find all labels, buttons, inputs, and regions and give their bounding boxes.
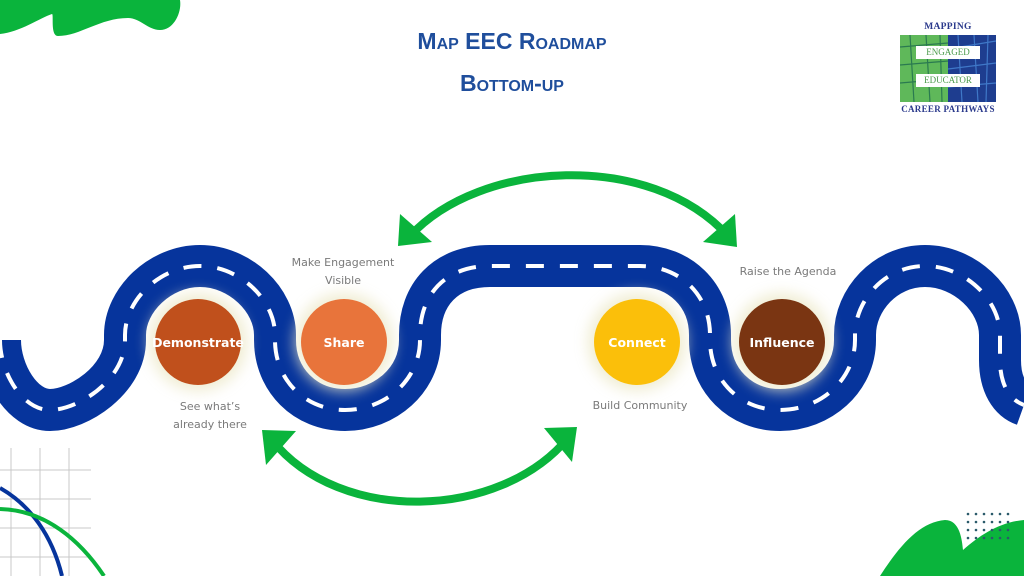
decor-dot [966, 520, 970, 524]
decor-dot [998, 528, 1002, 532]
decor-dot [974, 512, 978, 516]
road-lane-marking [0, 263, 1024, 413]
stage-connect: Connect [594, 299, 680, 385]
decor-dot [982, 536, 986, 540]
caption-demonstrate: See what’s already there [173, 400, 247, 431]
decor-dot [998, 536, 1002, 540]
decor-dots [966, 512, 1010, 540]
decor-dot [1006, 536, 1010, 540]
decor-dot [966, 528, 970, 532]
decor-dot [998, 512, 1002, 516]
decor-curve-blue [0, 486, 64, 576]
decor-dot [974, 536, 978, 540]
decor-dot [982, 520, 986, 524]
decor-dot [982, 528, 986, 532]
road [0, 245, 1024, 431]
logo-line-engaged: ENGAGED [916, 46, 980, 59]
decor-dot [990, 512, 994, 516]
decor-dot [974, 528, 978, 532]
logo-bottom-text: CAREER PATHWAYS [901, 104, 995, 114]
caption-share: Make Engagement Visible [291, 256, 395, 287]
arrow-bottom [262, 427, 577, 506]
decor-blob-bottom-right [880, 520, 1024, 576]
stage-label: Demonstrate [152, 334, 244, 350]
page-subtitle: Bottom-up [460, 70, 564, 96]
caption-influence: Raise the Agenda [739, 265, 837, 278]
arrowhead-left [262, 430, 296, 465]
logo-top-text: MAPPING [924, 22, 972, 32]
stage-influence: Influence [739, 299, 825, 385]
decor-dot [990, 520, 994, 524]
decor-dot [1006, 512, 1010, 516]
arrow-top [398, 171, 737, 247]
logo-map-graphic [900, 35, 996, 102]
decor-dot [1006, 528, 1010, 532]
decor-dot [966, 512, 970, 516]
arrowhead-left [398, 214, 432, 246]
decor-dot [998, 520, 1002, 524]
stage-label: Share [323, 334, 365, 350]
decor-blob-top-left [0, 0, 181, 36]
caption-connect: Build Community [592, 399, 688, 412]
decor-dot [990, 536, 994, 540]
decor-dot [982, 512, 986, 516]
arrowhead-right [544, 427, 577, 462]
stage-share: Share [301, 299, 387, 385]
stage-label: Influence [749, 334, 815, 350]
decor-dot [974, 520, 978, 524]
decor-dot [966, 536, 970, 540]
decor-curve-green [0, 507, 106, 576]
logo: MAPPING ENGAGED EDUCATOR CAREER PATHWAYS [896, 20, 1000, 116]
stage-demonstrate: Demonstrate [152, 299, 244, 385]
decor-dot [1006, 520, 1010, 524]
decor-dot [990, 528, 994, 532]
page-title: Map EEC Roadmap [417, 28, 607, 54]
logo-line-educator: EDUCATOR [916, 74, 980, 87]
arrowhead-right [703, 214, 737, 247]
stage-label: Connect [608, 334, 666, 350]
